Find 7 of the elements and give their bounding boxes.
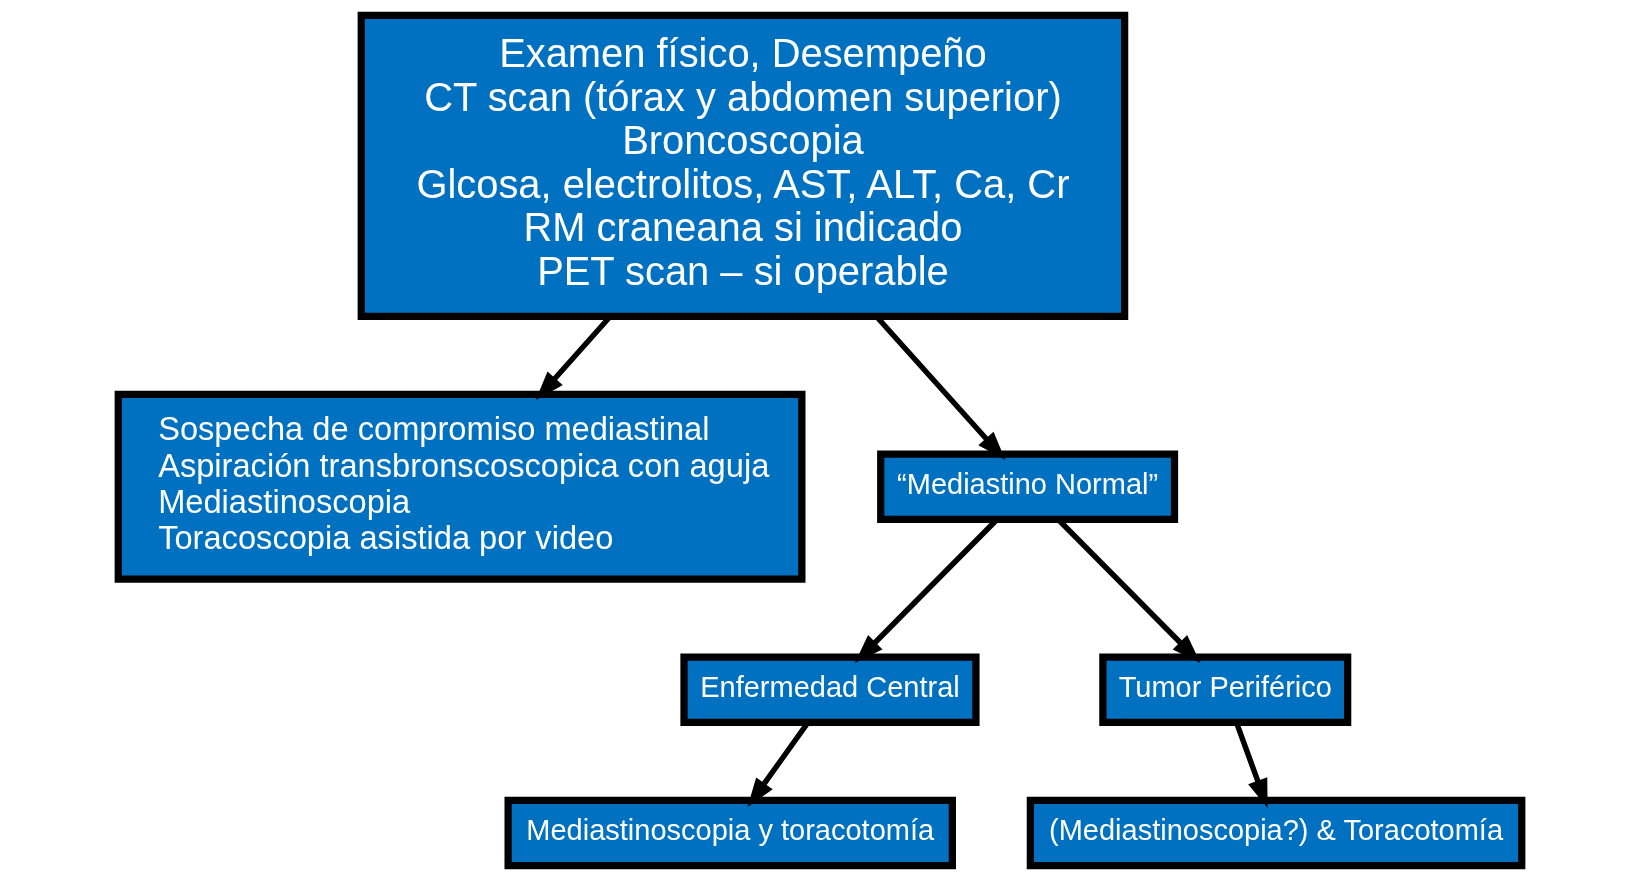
node-box: (Mediastinoscopia?) & Toracotomía (1026, 796, 1525, 870)
node-box: Enfermedad Central (679, 653, 980, 727)
node-box: Tumor Periférico (1098, 653, 1351, 727)
node-box: Examen físico, Desempeño CT scan (tórax y abdomen superior) Broncoscopia Glcosa, electrolitos, AST, ALT, Ca, Cr RM craneana si indicado PET scan – si operable (357, 11, 1128, 320)
node-box: Mediastinoscopia y toracotomía (504, 796, 956, 870)
node-box: “Mediastino Normal” (876, 450, 1178, 523)
node-box: Sospecha de compromiso mediastinal Aspiración transbronscoscopica con aguja Mediastinoscopia Toracoscopia asistida por video (114, 390, 805, 583)
